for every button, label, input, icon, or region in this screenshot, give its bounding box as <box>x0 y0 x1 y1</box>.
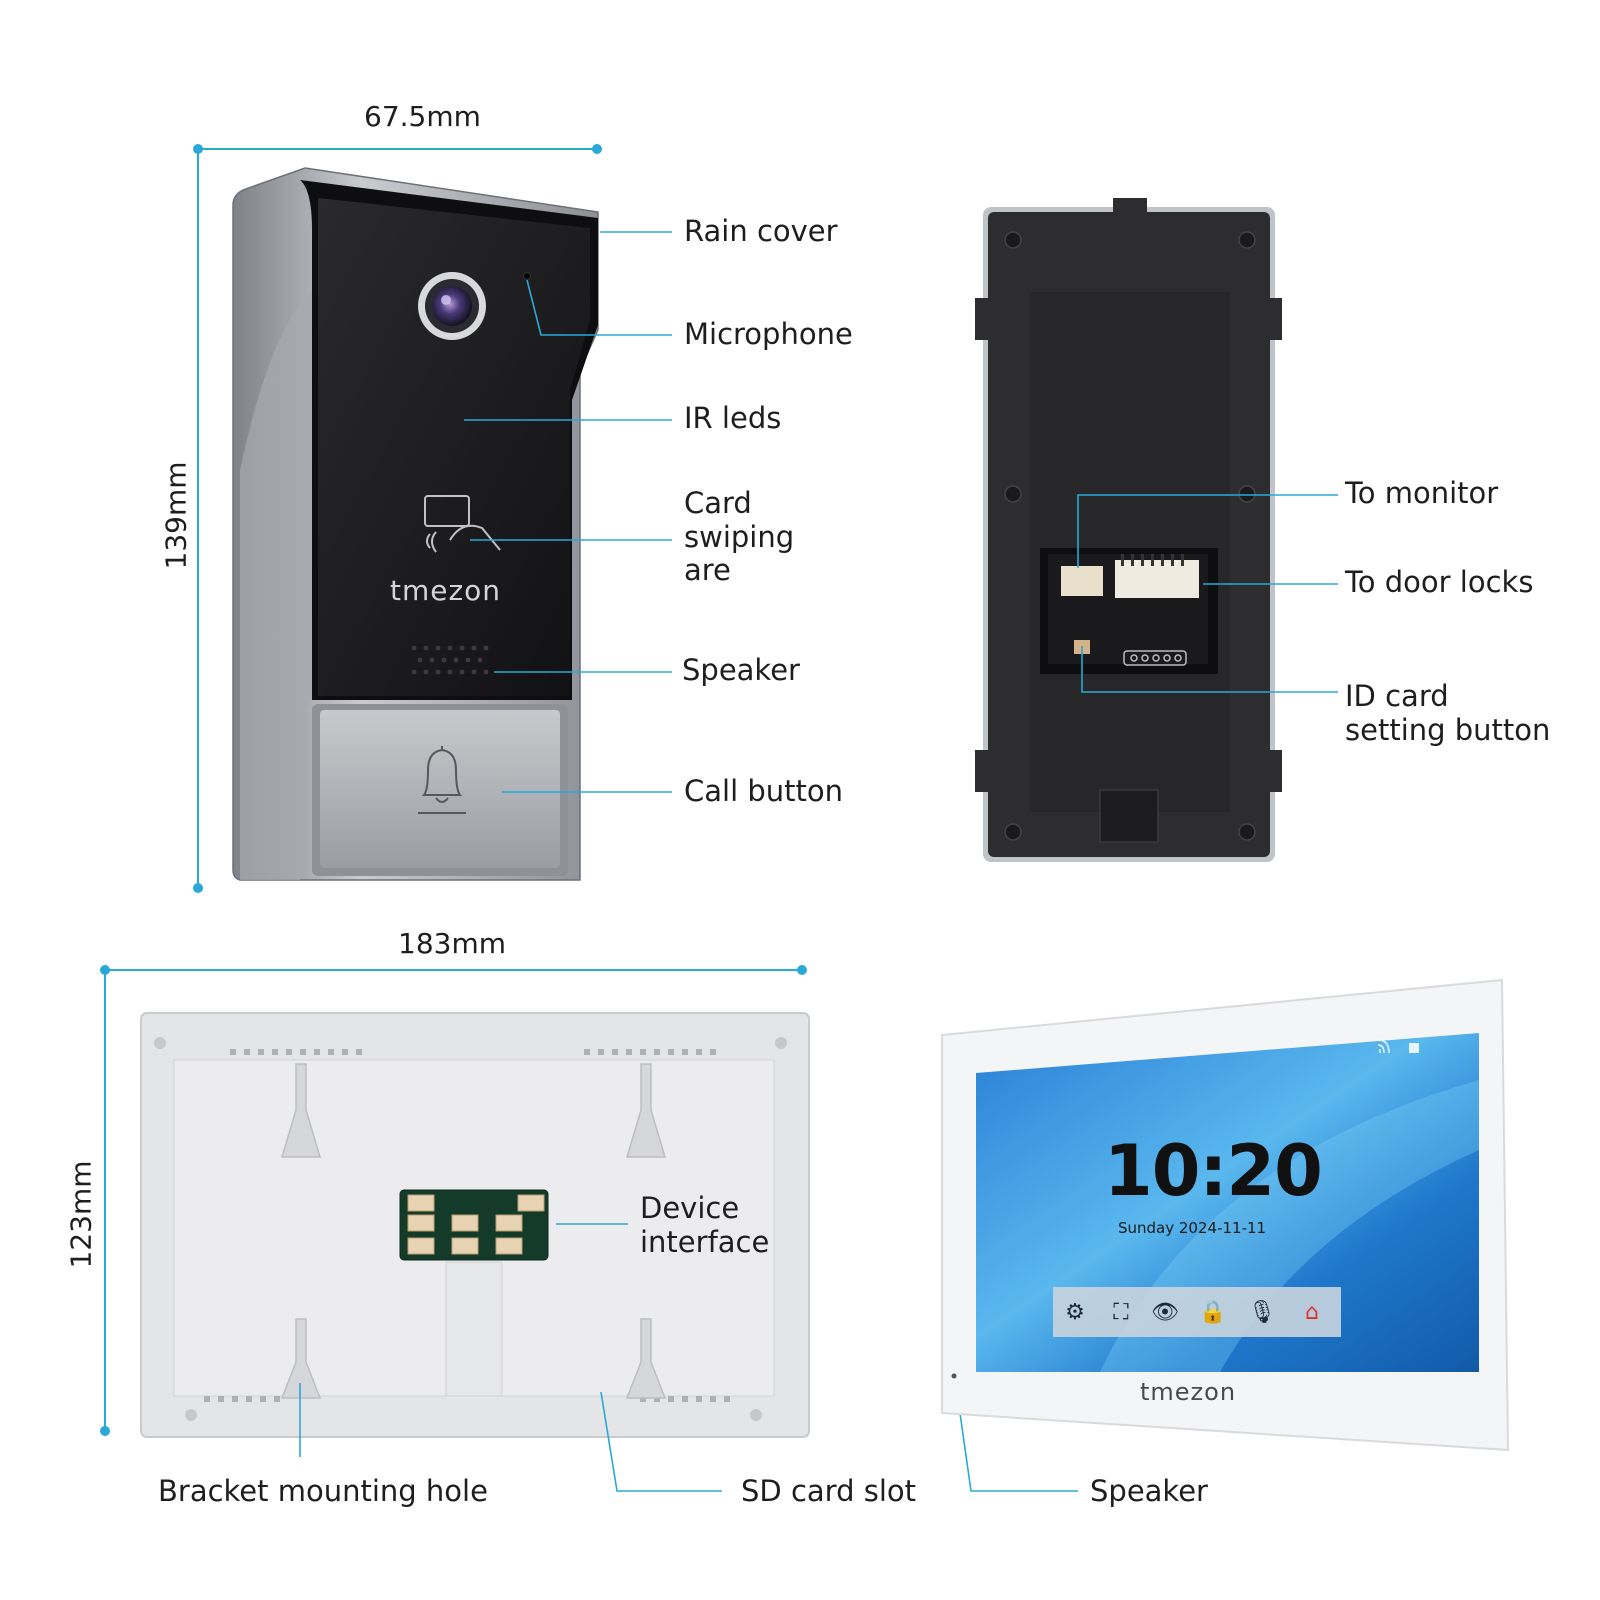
home-icon[interactable]: ⌂ <box>1305 1299 1319 1325</box>
rain-cover-label: Rain cover <box>684 214 838 248</box>
monitor-front <box>941 978 1510 1452</box>
card-swiping-label-line2: swiping <box>684 520 795 554</box>
door-station-width-label: 67.5mm <box>364 100 481 133</box>
device-interface-label-line2: interface <box>640 1225 770 1259</box>
sd-card-slot-label: SD card slot <box>741 1474 916 1508</box>
device-interface-label-line1: Device <box>640 1191 740 1225</box>
monitor-width-label: 183mm <box>398 927 506 960</box>
door-station-back <box>975 198 1282 862</box>
monitor-brand-logo: tmezon <box>1140 1378 1237 1406</box>
front-callout-lines <box>464 231 672 793</box>
id-card-setting-label-line2: setting button <box>1345 713 1551 747</box>
card-swiping-label-line3: are <box>684 553 731 587</box>
door-station-brand-logo: tmezon <box>390 574 502 607</box>
to-monitor-label: To monitor <box>1345 476 1499 510</box>
back-callout-lines <box>1077 494 1338 693</box>
microphone-label: Microphone <box>684 317 853 351</box>
screen-record-icon[interactable]: ⛶ <box>1113 1299 1129 1325</box>
door-speaker-label: Speaker <box>682 653 800 687</box>
monitor-height-label: 123mm <box>64 1160 98 1269</box>
dimension-lines <box>100 144 807 1436</box>
card-swipe-icon <box>424 495 501 553</box>
door-station-front <box>232 167 599 881</box>
eye-icon[interactable]: 👁 <box>1151 1299 1179 1325</box>
id-card-setting-label-line1: ID card <box>1345 679 1449 713</box>
door-station-height-label: 139mm <box>159 461 193 570</box>
ir-leds-label: IR leds <box>684 401 782 435</box>
monitor-back <box>140 1012 810 1438</box>
gear-icon[interactable]: ⚙ <box>1065 1299 1085 1325</box>
monitor-speaker-label: Speaker <box>1090 1474 1208 1508</box>
speaker-grille <box>411 645 489 675</box>
screen-date: Sunday 2024-11-11 <box>1118 1219 1267 1237</box>
microphone-icon[interactable]: 🎙 <box>1248 1299 1276 1325</box>
bracket-mounting-hole-label: Bracket mounting hole <box>158 1474 488 1508</box>
call-button-label: Call button <box>684 774 844 808</box>
screen-clock: 10:20 <box>1104 1130 1323 1212</box>
to-door-locks-label: To door locks <box>1345 565 1534 599</box>
bell-icon <box>418 746 466 814</box>
lock-icon[interactable]: 🔒 <box>1199 1299 1227 1325</box>
monitor-back-callout-lines <box>299 1223 1078 1492</box>
card-swiping-label-line1: Card <box>684 486 752 520</box>
